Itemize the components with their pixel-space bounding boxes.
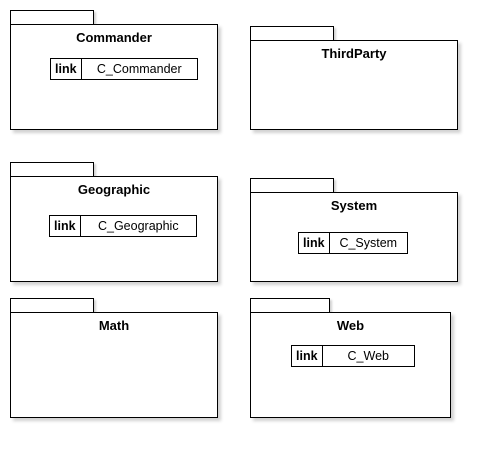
package-tab: [250, 178, 334, 193]
package-web[interactable]: Web link C_Web: [250, 298, 451, 418]
package-body: ThirdParty: [250, 40, 458, 130]
link-target: C_Commander: [96, 62, 182, 76]
link-element[interactable]: link C_Web: [291, 345, 415, 367]
package-tab: [250, 298, 330, 313]
package-body: Commander link C_Commander: [10, 24, 218, 130]
package-body: System link C_System: [250, 192, 458, 282]
package-title: System: [330, 198, 378, 213]
package-geographic[interactable]: Geographic link C_Geographic: [10, 162, 218, 282]
package-title: Commander: [76, 30, 152, 45]
package-body: Geographic link C_Geographic: [10, 176, 218, 282]
package-title: Math: [98, 318, 130, 333]
package-tab: [10, 298, 94, 313]
package-title: ThirdParty: [321, 46, 387, 61]
package-thirdparty[interactable]: ThirdParty: [250, 26, 458, 130]
package-tab: [10, 10, 94, 25]
link-element[interactable]: link C_Geographic: [49, 215, 197, 237]
link-target: C_Web: [347, 349, 389, 363]
link-keyword: link: [51, 59, 82, 79]
link-element[interactable]: link C_System: [298, 232, 408, 254]
link-target: C_Geographic: [97, 219, 179, 233]
link-element[interactable]: link C_Commander: [50, 58, 198, 80]
package-commander[interactable]: Commander link C_Commander: [10, 10, 218, 130]
link-keyword: link: [292, 346, 323, 366]
package-body: Web link C_Web: [250, 312, 451, 418]
package-tab: [250, 26, 334, 41]
link-target: C_System: [339, 236, 398, 250]
package-system[interactable]: System link C_System: [250, 178, 458, 282]
link-keyword: link: [299, 233, 330, 253]
link-keyword: link: [50, 216, 81, 236]
package-title: Geographic: [77, 182, 151, 197]
package-tab: [10, 162, 94, 177]
package-math[interactable]: Math: [10, 298, 218, 418]
package-title: Web: [336, 318, 365, 333]
package-body: Math: [10, 312, 218, 418]
